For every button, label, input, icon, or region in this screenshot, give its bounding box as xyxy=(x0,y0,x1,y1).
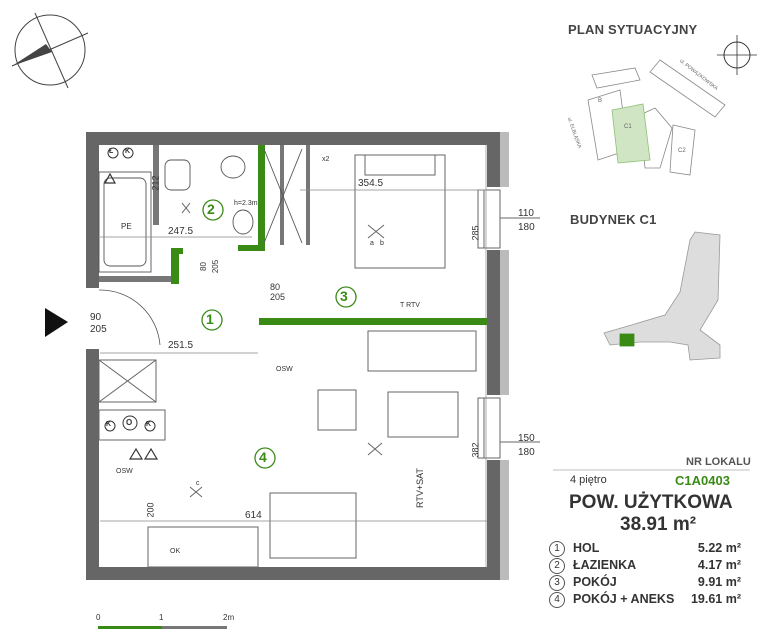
room-row: 3 POKÓJ 9.91 m² xyxy=(549,575,749,592)
dim-382: 382 xyxy=(470,442,481,458)
dim-354: 354.5 xyxy=(358,178,384,189)
scale-0: 0 xyxy=(96,613,101,622)
room-name: POKÓJ + ANEKS xyxy=(573,592,675,606)
site-plan xyxy=(587,35,757,176)
dim-200: 200 xyxy=(145,502,156,518)
plan-room-1: 1 xyxy=(206,311,214,327)
site-plan-title: PLAN SYTUACYJNY xyxy=(568,22,698,37)
label-l: Ł xyxy=(109,148,114,155)
label-hint: h=2.3m xyxy=(234,200,258,207)
dim-150: 150 xyxy=(518,433,535,444)
dim-205c: 205 xyxy=(211,259,221,274)
room-name: HOL xyxy=(573,541,600,555)
room-area: 19.61 m² xyxy=(690,592,741,606)
plan-room-2: 2 xyxy=(207,201,215,217)
label-rtv: RTV+SAT xyxy=(415,468,425,508)
label-c: c xyxy=(196,480,200,487)
bldg-c2: C2 xyxy=(678,148,686,154)
room-row: 4 POKÓJ + ANEKS 19.61 m² xyxy=(549,592,749,609)
label-osw: OSW xyxy=(276,366,293,373)
room-num: 2 xyxy=(549,558,565,574)
dim-80b: 80 xyxy=(198,262,208,271)
dim-251: 251.5 xyxy=(168,340,194,351)
area-title: POW. UŻYTKOWA xyxy=(569,492,733,513)
room-num: 1 xyxy=(549,541,565,557)
label-k2: K xyxy=(106,421,112,428)
label-a: a xyxy=(370,240,374,247)
room-num: 4 xyxy=(549,592,565,608)
label-trtv: T RTV xyxy=(400,302,420,309)
dim-180: 180 xyxy=(518,222,535,233)
outer-walls xyxy=(86,132,509,580)
label-k3: K xyxy=(146,421,152,428)
bldg-c1: C1 xyxy=(624,124,632,130)
dim-205: 205 xyxy=(90,324,107,335)
interior-walls xyxy=(99,145,310,282)
windows xyxy=(477,189,540,459)
entry-door xyxy=(45,289,161,346)
label-k: K xyxy=(125,148,131,155)
room-area: 9.91 m² xyxy=(697,575,741,589)
room-row: 2 ŁAZIENKA 4.17 m² xyxy=(549,558,749,575)
bed xyxy=(354,154,446,269)
building-c1-outline xyxy=(603,231,721,361)
dim-90: 90 xyxy=(90,312,102,323)
room-area: 5.22 m² xyxy=(697,541,741,555)
room-area: 4.17 m² xyxy=(697,558,741,572)
label-pe: PE xyxy=(121,222,132,231)
dim-205b: 205 xyxy=(270,292,286,302)
living-furniture xyxy=(98,330,477,568)
room-row: 1 HOL 5.22 m² xyxy=(549,541,749,558)
label-x2: x2 xyxy=(322,156,330,163)
dim-285: 285 xyxy=(470,225,481,241)
dim-180b: 180 xyxy=(518,447,535,458)
label-o: O xyxy=(126,418,133,427)
plan-room-3: 3 xyxy=(340,288,348,304)
room-num: 3 xyxy=(549,575,565,591)
dim-614: 614 xyxy=(245,510,262,521)
compass-icon xyxy=(11,12,89,89)
new-walls xyxy=(171,145,487,325)
label-osw2: OSW xyxy=(116,468,133,475)
floor-label: 4 piętro xyxy=(570,474,607,486)
building-title: BUDYNEK C1 xyxy=(570,212,657,227)
symbols xyxy=(103,147,159,460)
dim-110: 110 xyxy=(518,208,534,219)
scale-2: 2m xyxy=(223,613,235,622)
unit-code: C1A0403 xyxy=(675,473,730,488)
dim-80: 80 xyxy=(270,282,281,292)
bathroom-fixtures xyxy=(98,148,303,273)
label-b: b xyxy=(380,240,384,247)
scale-1: 1 xyxy=(159,613,164,622)
scale-bar xyxy=(98,626,227,629)
room-markers xyxy=(201,199,357,469)
area-value: 38.91 m² xyxy=(620,514,697,535)
room-name: POKÓJ xyxy=(573,575,617,589)
room-name: ŁAZIENKA xyxy=(573,558,637,572)
dim-212: 212 xyxy=(150,175,161,191)
dimension-lines xyxy=(100,145,487,567)
unit-nr-label: NR LOKALU xyxy=(686,456,751,468)
label-ok: OK xyxy=(170,548,181,555)
dim-247: 247.5 xyxy=(168,226,194,237)
plan-room-4: 4 xyxy=(259,449,267,465)
bldg-b: B xyxy=(598,98,603,104)
